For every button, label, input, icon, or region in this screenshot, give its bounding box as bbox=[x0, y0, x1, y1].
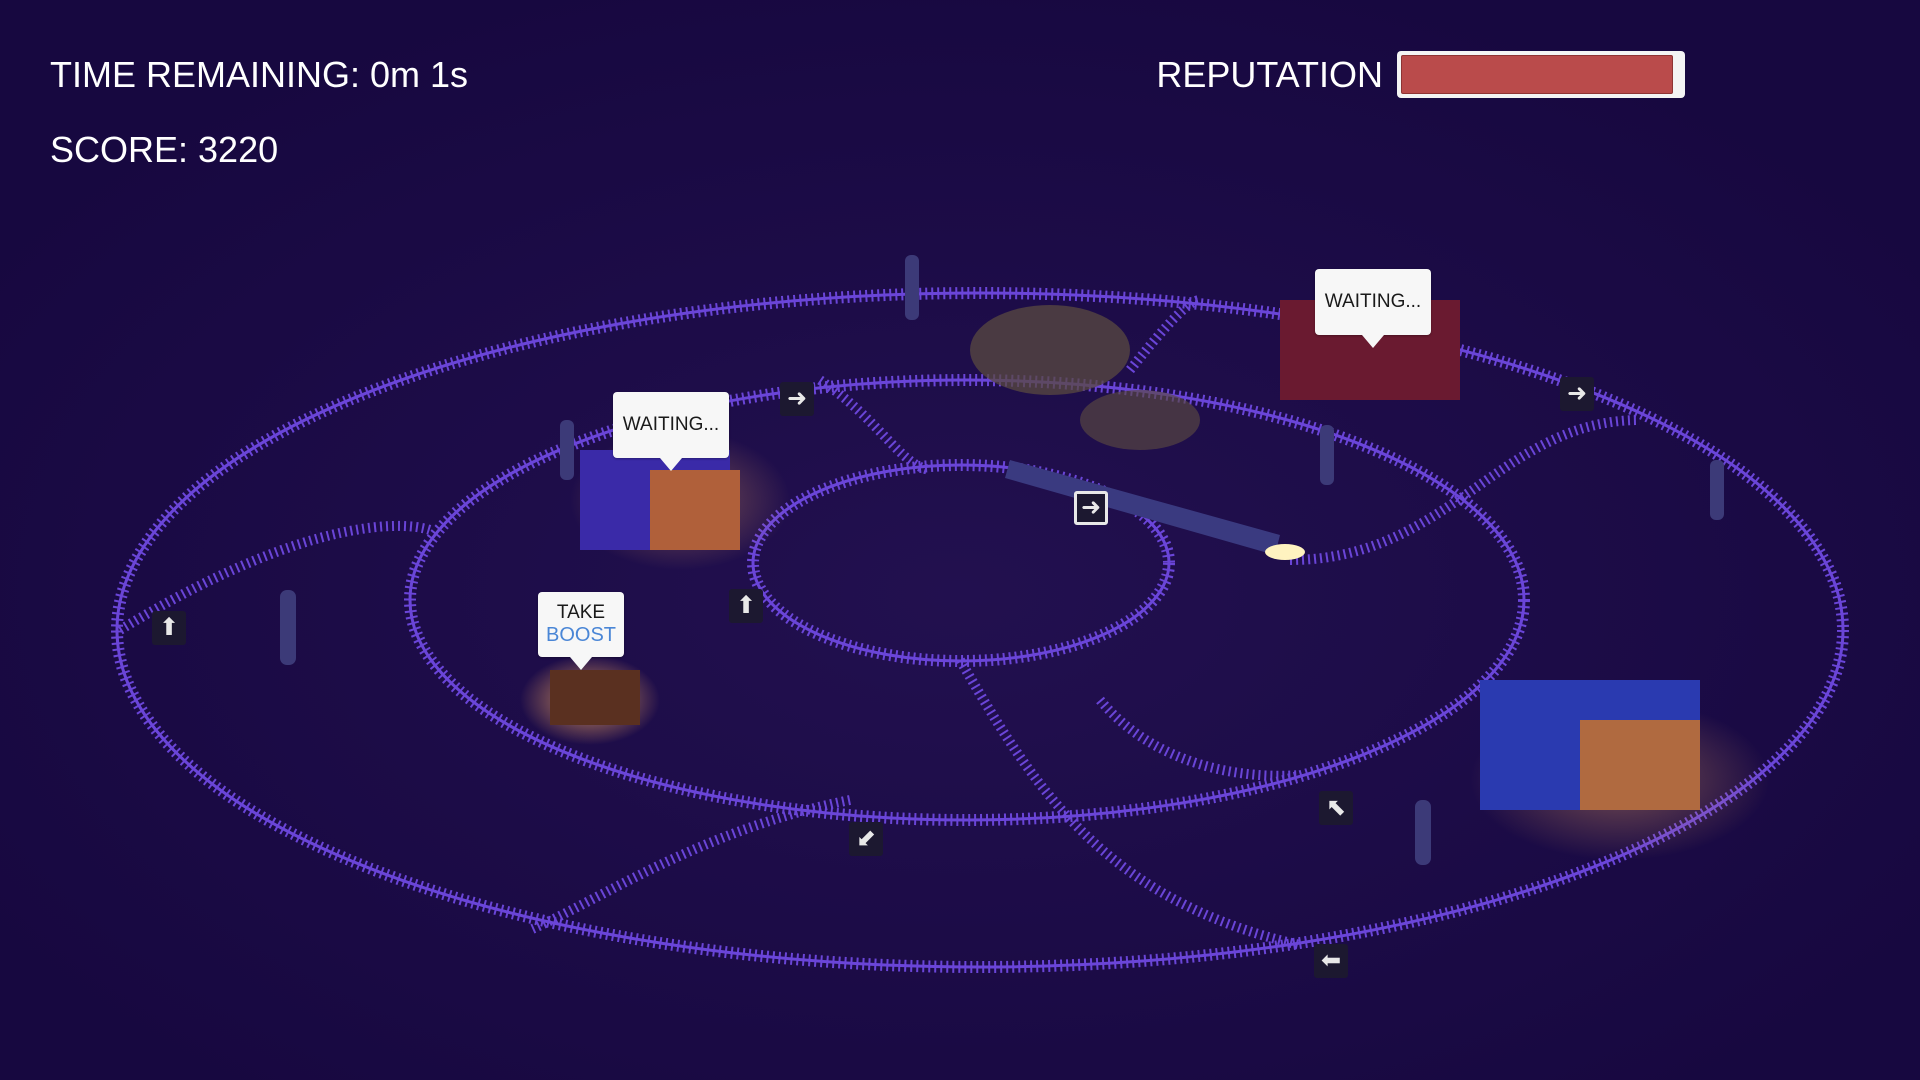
track-switch-selected[interactable]: ➜ bbox=[1074, 491, 1108, 525]
arrow-right-icon: ➜ bbox=[786, 385, 808, 412]
take-label: TAKE bbox=[556, 602, 606, 623]
track-switch[interactable]: ⬅ bbox=[1314, 944, 1348, 978]
station-waiting-bubble: WAITING... bbox=[613, 392, 729, 471]
reputation-bar bbox=[1397, 51, 1685, 98]
track-switch[interactable]: ⬆ bbox=[152, 611, 186, 645]
track-switch[interactable]: ⬉ bbox=[1319, 791, 1353, 825]
score: SCORE: 3220 bbox=[50, 129, 279, 170]
arrow-up-icon: ⬆ bbox=[735, 592, 757, 619]
arrow-up-left-icon: ⬉ bbox=[1325, 794, 1347, 821]
time-remaining: TIME REMAINING: 0m 1s bbox=[50, 54, 469, 95]
smoke bbox=[970, 305, 1130, 395]
take-boost-bubble[interactable]: TAKE BOOST bbox=[538, 592, 624, 670]
arrow-down-left-icon: ⬋ bbox=[855, 825, 877, 852]
arrow-right-icon: ➜ bbox=[1080, 494, 1102, 521]
track-switch[interactable]: ➜ bbox=[1560, 377, 1594, 411]
arrow-right-icon: ➜ bbox=[1566, 380, 1588, 407]
train bbox=[970, 305, 1305, 560]
arrow-up-icon: ⬆ bbox=[158, 614, 180, 641]
boost-station bbox=[550, 670, 640, 725]
railway-tracks bbox=[111, 287, 1849, 973]
track-switch[interactable]: ➜ bbox=[780, 382, 814, 416]
station-waiting-bubble: WAITING... bbox=[1315, 269, 1431, 348]
track-switch[interactable]: ⬋ bbox=[849, 822, 883, 856]
reputation-label: REPUTATION bbox=[1156, 54, 1383, 95]
arrow-left-icon: ⬅ bbox=[1320, 947, 1342, 974]
station-buildings bbox=[520, 300, 1770, 860]
track-switch[interactable]: ⬆ bbox=[729, 589, 763, 623]
reputation-fill bbox=[1401, 55, 1673, 94]
cacti bbox=[280, 255, 1724, 865]
boost-label: BOOST bbox=[545, 624, 616, 646]
